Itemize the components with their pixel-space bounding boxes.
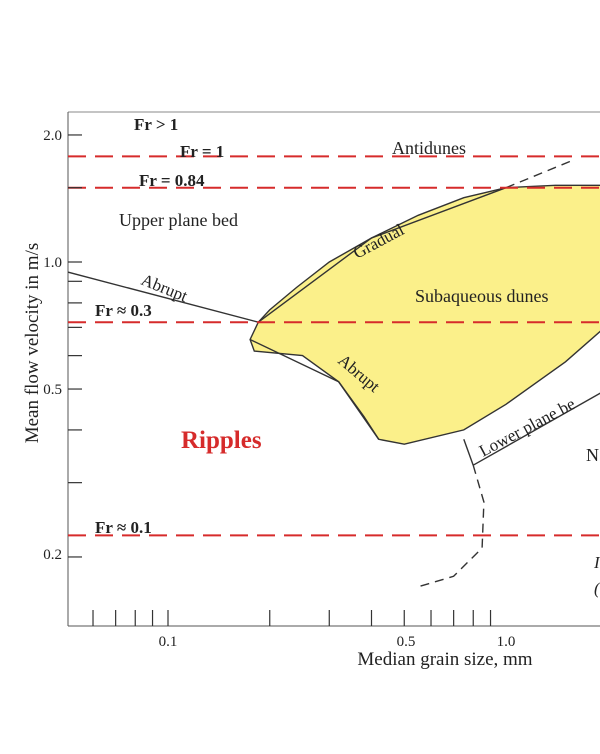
subaqueous-dunes-region [249,184,600,445]
froude-label-1: Fr = 1 [180,142,224,161]
regime-boundaries [68,158,600,588]
region-label-upper-plane-bed: Upper plane bed [119,210,238,230]
boundary-line-4 [472,392,600,466]
region-label-cut-1: I [593,553,600,572]
y-axis-title: Mean flow velocity in m/s [22,243,43,444]
y-tick-label-2.0: 2.0 [43,128,62,144]
froude-label-01: Fr ≈ 0.1 [95,518,152,537]
boundary-line-2 [257,187,507,323]
region-label-n-partial: N [586,445,599,465]
froude-label-084: Fr = 0.84 [139,171,205,190]
boundary-line-5 [463,439,474,466]
boundary-line-6 [505,158,576,189]
x-tick-label-0.1: 0.1 [159,634,178,650]
plot-frame [67,111,600,627]
y-tick-label-0.2: 0.2 [43,547,62,563]
region-label-antidunes: Antidunes [392,138,466,158]
x-axis-ticks [92,610,492,626]
y-tick-label-1.0: 1.0 [43,255,62,271]
boundary-line-7 [418,465,485,588]
froude-label-gt1: Fr > 1 [134,115,178,134]
boundary-line-3 [249,338,380,440]
x-axis-title: Median grain size, mm [357,649,532,670]
froude-label-03: Fr ≈ 0.3 [95,301,152,320]
froude-lines [68,155,600,537]
y-axis-ticks [68,134,82,558]
x-tick-label-1.0: 1.0 [497,634,516,650]
region-label-cut-2: ( [594,579,600,598]
y-tick-label-0.5: 0.5 [43,382,62,398]
region-label-ripples: Ripples [181,427,262,454]
region-label-subaqueous-dunes: Subaqueous dunes [415,286,549,306]
boundary-line-1 [68,271,259,323]
x-tick-label-0.5: 0.5 [397,634,416,650]
